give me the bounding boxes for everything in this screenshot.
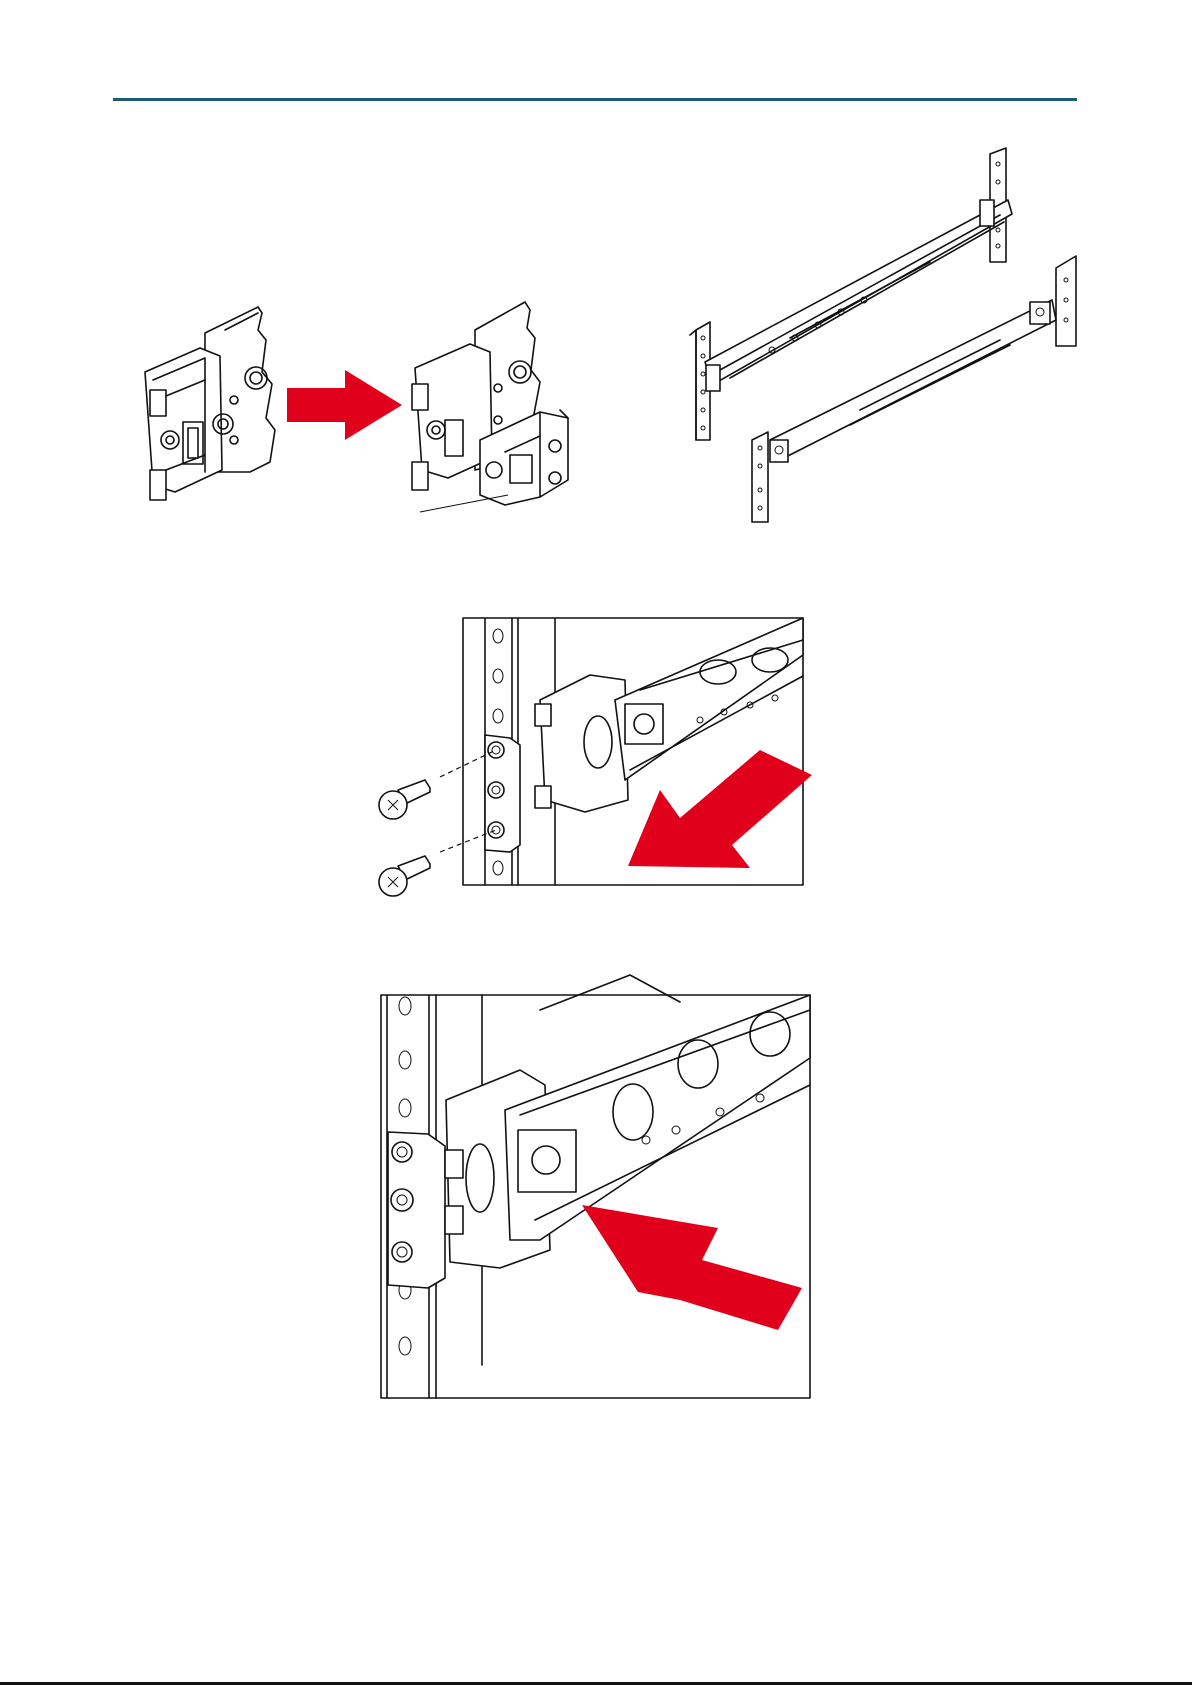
latch-assembly-before [145, 307, 275, 500]
figure-rail-push-in [381, 975, 810, 1398]
screw-upper [379, 780, 430, 819]
figure-latch-bracket-attach [145, 302, 568, 512]
figure-rails-in-rack [690, 148, 1076, 522]
figure-rear-screw-fastening [379, 618, 812, 896]
latch-assembly-after [412, 302, 568, 512]
screw-lower [379, 856, 430, 896]
arrow-right-icon [287, 370, 402, 440]
